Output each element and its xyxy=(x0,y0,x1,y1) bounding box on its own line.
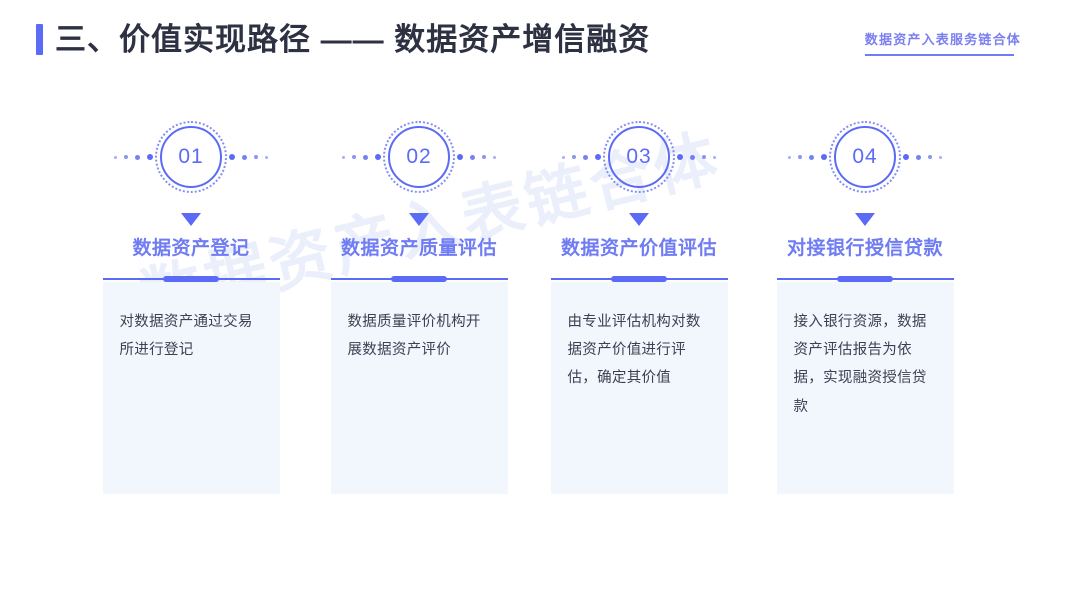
step-description: 数据质量评价机构开展数据资产评价 xyxy=(347,313,481,359)
title-accent-bar xyxy=(36,24,43,55)
step-card-01: 对数据资产通过交易所进行登记 xyxy=(102,281,280,494)
solid-ring-icon xyxy=(608,126,670,188)
step-description: 接入银行资源，数据资产评估报告为依据，实现融资授信贷款 xyxy=(793,313,927,415)
divider-nub xyxy=(611,275,667,282)
page-title-group: 三、价值实现路径 —— 数据资产增信融资 xyxy=(36,24,650,55)
step-title: 数据资产登记 xyxy=(132,238,250,259)
dot-icon xyxy=(254,155,258,159)
dot-icon xyxy=(690,154,695,160)
dotted-ring-icon xyxy=(829,121,901,193)
solid-ring-icon xyxy=(160,126,222,188)
step-number: 04 xyxy=(852,145,878,168)
step-title: 数据资产质量评估 xyxy=(340,238,497,259)
connector-dots-right-03 xyxy=(677,154,727,160)
dot-icon xyxy=(363,154,368,160)
step-circle-01: 01 xyxy=(155,121,227,193)
connector-dots-left-01 xyxy=(103,154,153,160)
dot-icon xyxy=(572,155,576,159)
page-title: 三、价值实现路径 —— 数据资产增信融资 xyxy=(55,22,651,57)
step-circle-04: 04 xyxy=(829,121,901,193)
brand-label: 数据资产入表服务链合体 xyxy=(864,32,1021,47)
dot-icon xyxy=(713,155,716,159)
divider-nub xyxy=(163,275,219,282)
step-item-01[interactable]: 01 数据资产登记 对数据资产通过交易所进行登记 xyxy=(79,112,303,494)
step-item-03[interactable]: 03 数据资产价值评估 由专业评估机构对数据资产价值进行评估，确定其价值 xyxy=(527,112,751,494)
connector-dots-right-01 xyxy=(229,154,279,160)
step-marker-02: 02 xyxy=(307,112,531,202)
step-circle-03: 03 xyxy=(603,121,675,193)
connector-dots-left-04 xyxy=(777,154,827,160)
step-card-04: 接入银行资源，数据资产评估报告为依据，实现融资授信贷款 xyxy=(776,281,954,494)
dot-icon xyxy=(470,154,475,160)
dot-icon xyxy=(135,154,140,160)
solid-ring-icon xyxy=(834,126,896,188)
step-circle-02: 02 xyxy=(383,121,455,193)
step-card-03: 由专业评估机构对数据资产价值进行评估，确定其价值 xyxy=(550,281,728,494)
triangle-down-icon xyxy=(409,213,429,226)
process-steps: 01 数据资产登记 对数据资产通过交易所进行登记 xyxy=(0,112,1080,532)
dot-icon xyxy=(809,154,814,160)
dot-icon xyxy=(821,154,827,160)
triangle-down-icon xyxy=(181,213,201,226)
dot-icon xyxy=(482,155,486,159)
step-number: 03 xyxy=(626,145,652,168)
brand-mark: 数据资产入表服务链合体 xyxy=(864,30,1021,56)
step-divider xyxy=(776,275,954,282)
step-marker-04: 04 xyxy=(753,112,977,202)
step-divider xyxy=(550,275,728,282)
dot-icon xyxy=(702,155,706,159)
triangle-down-icon xyxy=(855,213,875,226)
dot-icon xyxy=(124,155,128,159)
step-description: 对数据资产通过交易所进行登记 xyxy=(119,313,253,359)
step-divider xyxy=(102,275,280,282)
dot-icon xyxy=(595,154,601,160)
dot-icon xyxy=(939,155,942,159)
brand-underline xyxy=(864,53,1014,56)
dot-icon xyxy=(583,154,588,160)
step-divider xyxy=(330,275,508,282)
connector-dots-left-03 xyxy=(551,154,601,160)
step-marker-01: 01 xyxy=(79,112,303,202)
step-card-02: 数据质量评价机构开展数据资产评价 xyxy=(330,281,508,494)
dot-icon xyxy=(375,154,381,160)
dot-icon xyxy=(242,154,247,160)
dot-icon xyxy=(562,155,565,159)
dot-icon xyxy=(265,155,268,159)
dot-icon xyxy=(788,155,791,159)
dotted-ring-icon xyxy=(603,121,675,193)
dot-icon xyxy=(342,155,345,159)
triangle-down-icon xyxy=(629,213,649,226)
step-item-04[interactable]: 04 对接银行授信贷款 接入银行资源，数据资产评估报告为依据，实现融资授信贷款 xyxy=(753,112,977,494)
dot-icon xyxy=(677,154,683,160)
step-item-02[interactable]: 02 数据资产质量评估 数据质量评价机构开展数据资产评价 xyxy=(307,112,531,494)
divider-nub xyxy=(837,275,893,282)
step-number: 02 xyxy=(406,145,432,168)
dot-icon xyxy=(229,154,235,160)
dot-icon xyxy=(352,155,356,159)
page-header: 三、价值实现路径 —— 数据资产增信融资 数据资产入表服务链合体 xyxy=(0,0,1080,92)
dot-icon xyxy=(114,155,117,159)
dot-icon xyxy=(457,154,463,160)
connector-dots-left-02 xyxy=(331,154,381,160)
dot-icon xyxy=(147,154,153,160)
step-title: 数据资产价值评估 xyxy=(560,238,717,259)
dot-icon xyxy=(928,155,932,159)
step-title: 对接银行授信贷款 xyxy=(786,238,943,259)
dot-icon xyxy=(916,154,921,160)
divider-nub xyxy=(391,275,447,282)
dotted-ring-icon xyxy=(155,121,227,193)
dotted-ring-icon xyxy=(383,121,455,193)
step-number: 01 xyxy=(178,145,204,168)
connector-dots-right-02 xyxy=(457,154,507,160)
dot-icon xyxy=(903,154,909,160)
dot-icon xyxy=(798,155,802,159)
step-marker-03: 03 xyxy=(527,112,751,202)
step-description: 由专业评估机构对数据资产价值进行评估，确定其价值 xyxy=(567,313,701,387)
connector-dots-right-04 xyxy=(903,154,953,160)
solid-ring-icon xyxy=(388,126,450,188)
dot-icon xyxy=(493,155,496,159)
